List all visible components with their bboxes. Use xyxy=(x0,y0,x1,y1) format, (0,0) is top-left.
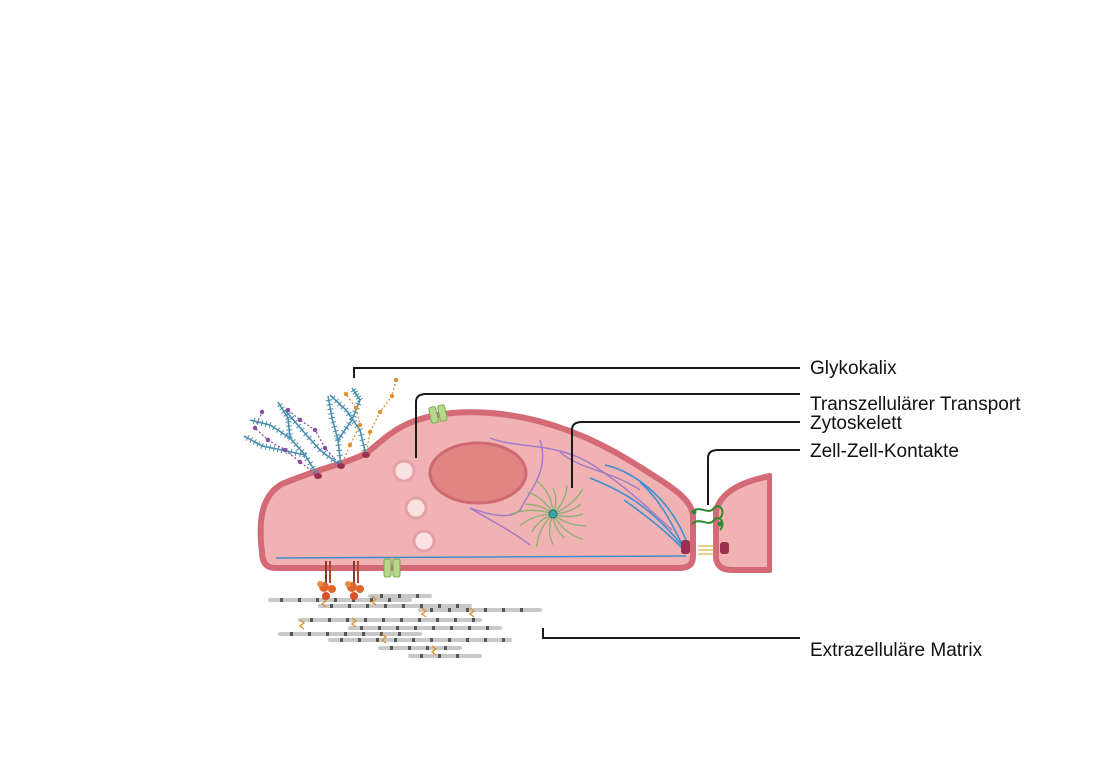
label-glycocalyx: Glykokalix xyxy=(810,358,897,379)
label-ecm: Extrazelluläre Matrix xyxy=(810,640,983,661)
membrane-channel-top xyxy=(428,404,448,424)
neighbor-cell xyxy=(713,473,773,573)
label-cell-contacts: Zell-Zell-Kontakte xyxy=(810,441,959,462)
centrosome xyxy=(548,509,558,519)
extracellular-matrix-fibers xyxy=(268,594,542,658)
vesicle xyxy=(412,529,436,553)
leader-transcellular-transport xyxy=(415,393,800,458)
leader-ecm xyxy=(542,628,800,639)
leader-cytoskeleton xyxy=(571,421,800,488)
vesicle xyxy=(404,496,428,520)
microtubules xyxy=(469,437,673,546)
label-transcellular-transport: Transzellulärer Transport xyxy=(810,394,1021,415)
leader-glycocalyx xyxy=(353,367,800,378)
integrin xyxy=(345,561,364,600)
integrins xyxy=(317,561,364,600)
membrane-channel-bottom xyxy=(383,558,401,578)
actin-filaments xyxy=(275,464,687,559)
glycocalyx-anchors xyxy=(314,452,370,479)
cell-junctions xyxy=(681,505,729,555)
leader-cell-contacts xyxy=(707,449,800,505)
transport-vesicles xyxy=(392,459,436,553)
label-cytoskeleton: Zytoskelett xyxy=(810,413,903,434)
vesicle xyxy=(392,459,416,483)
neighbor-cell-clip xyxy=(772,470,792,580)
integrin xyxy=(317,561,336,600)
nucleus xyxy=(428,441,528,505)
